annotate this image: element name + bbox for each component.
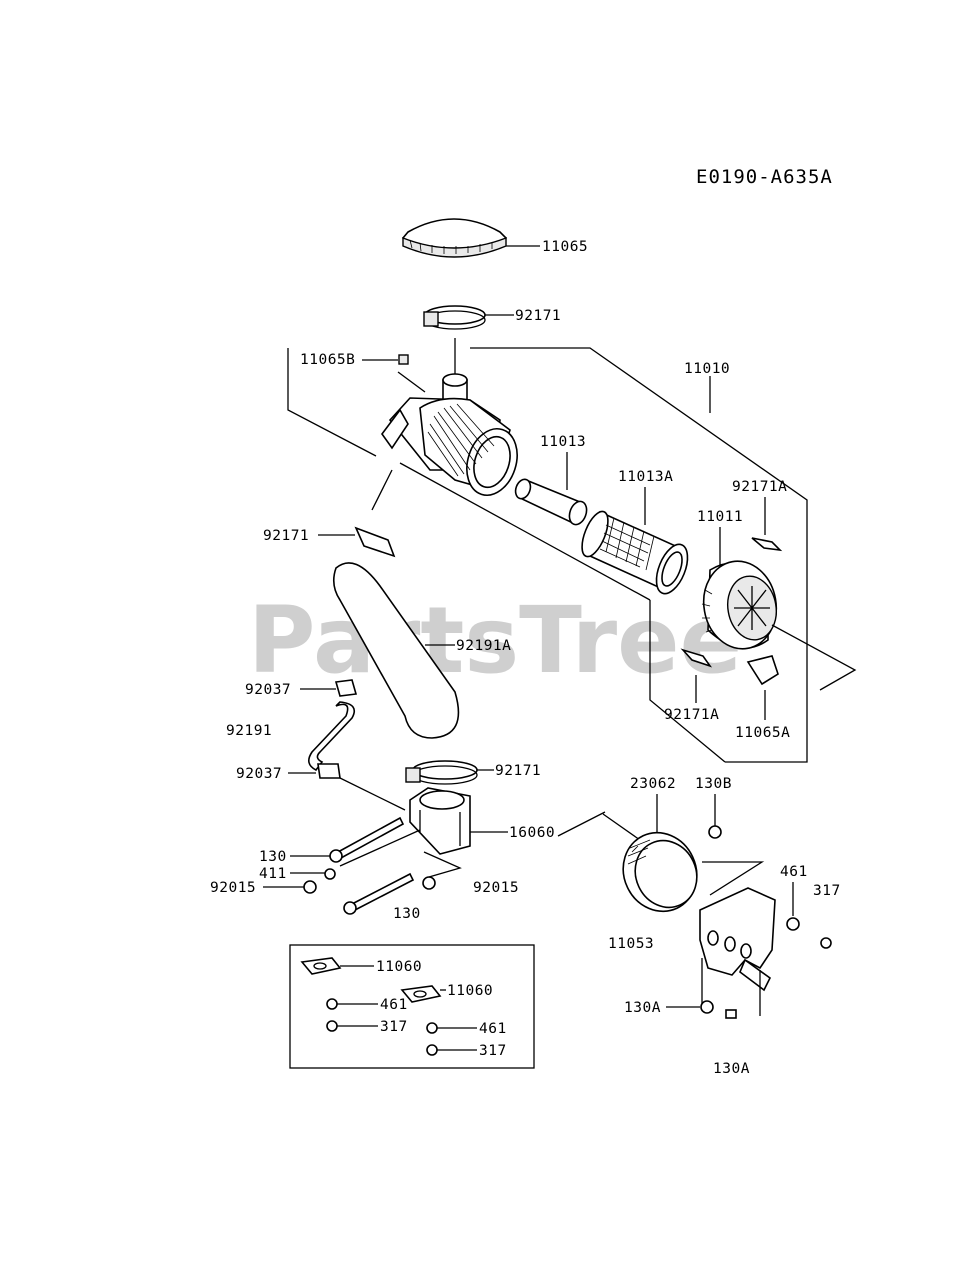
- clamp-92171-hose-part[interactable]: [354, 526, 396, 558]
- label-92171A-top[interactable]: 92171A: [732, 479, 787, 495]
- label-92171A-bottom[interactable]: 92171A: [664, 707, 719, 723]
- watermark: PartsTree: [248, 587, 742, 694]
- label-92015-right[interactable]: 92015: [473, 880, 519, 896]
- band-23062-part[interactable]: [610, 821, 709, 924]
- label-92037-bottom[interactable]: 92037: [236, 766, 282, 782]
- label-317-box1[interactable]: 317: [380, 1019, 408, 1035]
- clip-92171A-bottom-part[interactable]: [680, 648, 713, 668]
- clip-92171A-top-part[interactable]: [751, 537, 783, 552]
- label-11065[interactable]: 11065: [542, 239, 588, 255]
- air-cleaner-housing-part[interactable]: [381, 373, 525, 502]
- hose-92191A-part[interactable]: [332, 562, 460, 739]
- leader-11065B-2: [397, 371, 426, 393]
- label-461-box1[interactable]: 461: [380, 997, 408, 1013]
- bolt-130A-second-part[interactable]: [725, 1009, 737, 1019]
- gasket-11060-second-part[interactable]: [400, 985, 442, 1003]
- cover-11011-part[interactable]: [697, 555, 783, 654]
- bracket-11010-right: [470, 347, 808, 763]
- nut-317-box2-part[interactable]: [426, 1044, 438, 1056]
- label-11010[interactable]: 11010: [684, 361, 730, 377]
- label-92037-top[interactable]: 92037: [245, 682, 291, 698]
- nut-317-right-part[interactable]: [820, 937, 832, 949]
- label-23062[interactable]: 23062: [630, 776, 676, 792]
- valve-11065A-part[interactable]: [746, 655, 779, 686]
- label-11060[interactable]: 11060: [376, 959, 422, 975]
- label-130A-second[interactable]: 130A: [713, 1061, 750, 1077]
- label-317-box2[interactable]: 317: [479, 1043, 507, 1059]
- label-11065B[interactable]: 11065B: [300, 352, 355, 368]
- label-92171-top[interactable]: 92171: [515, 308, 561, 324]
- nut-92015-left-part[interactable]: [303, 880, 317, 894]
- bracket-cover-right: [771, 624, 857, 691]
- label-11065A[interactable]: 11065A: [735, 725, 790, 741]
- label-130-upper[interactable]: 130: [259, 849, 287, 865]
- label-92171-hose[interactable]: 92171: [263, 528, 309, 544]
- label-461-box2[interactable]: 461: [479, 1021, 507, 1037]
- washer-411-part[interactable]: [324, 868, 336, 880]
- bolt-130-upper-part[interactable]: [329, 816, 405, 863]
- label-411[interactable]: 411: [259, 866, 287, 882]
- nut-317-box1-part[interactable]: [326, 1020, 338, 1032]
- washer-461-box1-part[interactable]: [326, 998, 338, 1010]
- bracket-11010-left: [287, 348, 377, 457]
- valve-11065B-part[interactable]: [398, 354, 409, 365]
- label-11013A[interactable]: 11013A: [618, 469, 673, 485]
- inner-filter-11013-part[interactable]: [513, 477, 590, 527]
- assembly-axis-line: [399, 462, 651, 601]
- bracket-band-lines: [557, 811, 765, 896]
- bolt-130-lower-part[interactable]: [343, 872, 415, 915]
- label-11011[interactable]: 11011: [697, 509, 743, 525]
- nut-92015-right-part[interactable]: [422, 876, 436, 890]
- cap-11065-part[interactable]: [402, 218, 507, 258]
- label-92191[interactable]: 92191: [226, 723, 272, 739]
- clip-92037-bottom-part[interactable]: [317, 763, 341, 779]
- clamp-92171-top-part[interactable]: [423, 305, 486, 330]
- gasket-kit-box: [289, 944, 535, 1069]
- label-130B[interactable]: 130B: [695, 776, 732, 792]
- leader-hose-to-elbow: [339, 777, 406, 811]
- leader-92015-right-bracket: [423, 851, 462, 878]
- washer-461-box2-part[interactable]: [426, 1022, 438, 1034]
- bolt-130B-part[interactable]: [708, 825, 722, 839]
- clamp-92171-mid-part[interactable]: [405, 760, 478, 785]
- label-317-right[interactable]: 317: [813, 883, 841, 899]
- label-130A-first[interactable]: 130A: [624, 1000, 661, 1016]
- clip-92037-top-part[interactable]: [334, 679, 358, 697]
- label-16060[interactable]: 16060: [509, 825, 555, 841]
- washer-461-right-part[interactable]: [786, 917, 800, 931]
- label-92015-left[interactable]: 92015: [210, 880, 256, 896]
- label-461-right[interactable]: 461: [780, 864, 808, 880]
- bracket-plate-part[interactable]: [699, 887, 776, 1016]
- label-11053[interactable]: 11053: [608, 936, 654, 952]
- outer-filter-11013A-part[interactable]: [577, 508, 694, 598]
- label-11013[interactable]: 11013: [540, 434, 586, 450]
- diagram-code: E0190-A635A: [696, 166, 833, 188]
- label-11060-second[interactable]: 11060: [447, 983, 493, 999]
- gasket-11060-part[interactable]: [300, 957, 342, 975]
- hose-92191-part[interactable]: [308, 701, 356, 772]
- leader-housing-to-hose: [371, 469, 393, 511]
- label-92171-mid[interactable]: 92171: [495, 763, 541, 779]
- assembly-axis-return: [649, 600, 726, 763]
- elbow-16060-part[interactable]: [409, 787, 471, 855]
- bolt-130A-part[interactable]: [700, 1000, 714, 1014]
- label-130-lower[interactable]: 130: [393, 906, 421, 922]
- leader-bolt-to-elbow: [339, 829, 421, 867]
- label-92191A[interactable]: 92191A: [456, 638, 511, 654]
